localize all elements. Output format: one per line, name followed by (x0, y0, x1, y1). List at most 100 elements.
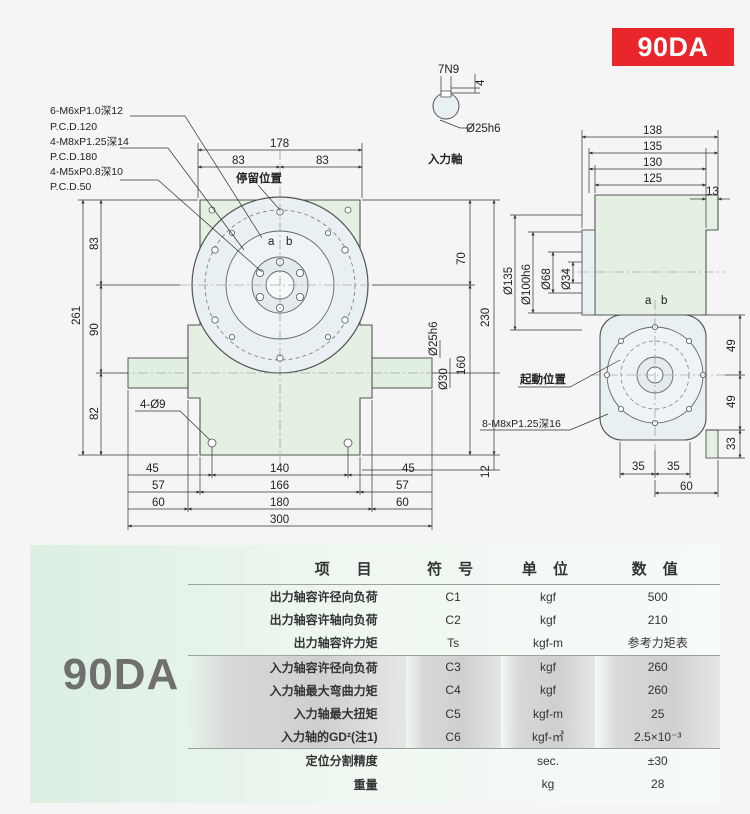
dim-166: 166 (270, 480, 289, 492)
front-notes (120, 115, 281, 273)
table-row: 重量 kg 28 (188, 773, 720, 796)
holes-4-9-label: 4-Ø9 (140, 399, 166, 411)
header-value: 数 值 (631, 561, 684, 578)
row-unit: kgf-m (500, 701, 596, 726)
front-label-b: b (286, 236, 292, 248)
table-row: 入力轴容许径向负荷 C3 kgf 260 (188, 654, 720, 679)
table-row: 入力轴的GD²(注1) C6 kgf-㎡ 2.5×10⁻³ (188, 725, 720, 749)
front-left-dimension-lines (78, 199, 198, 456)
dim-83-right: 83 (316, 155, 329, 167)
shaft-dia-25h6: Ø25h6 (466, 123, 501, 135)
note-pcd180: P.C.D.180 (50, 151, 97, 163)
row-unit: kg (541, 777, 555, 792)
dim-90: 90 (89, 323, 101, 336)
table-row: 出力轴容许力矩 Ts kgf-m 参考力矩表 (188, 631, 720, 655)
dim-dia-68: Ø68 (541, 268, 553, 290)
note-4m5: 4-M5xP0.8深10 (50, 166, 123, 178)
model-badge: 90DA (612, 28, 734, 66)
dim-35-left: 35 (632, 461, 645, 473)
row-unit: kgf (500, 584, 596, 609)
row-value: 210 (647, 612, 668, 627)
dim-shaft-30: Ø30 (438, 368, 450, 390)
row-value: 参考力矩表 (627, 636, 688, 651)
row-value: 260 (595, 654, 720, 679)
table-row: 入力轴最大弯曲力矩 C4 kgf 260 (188, 678, 720, 702)
side-bottom-dimension-lines (619, 442, 719, 497)
dim-125: 125 (643, 173, 662, 185)
front-label-a: a (268, 236, 275, 248)
row-item: 出力轴容许径向负荷 (188, 584, 406, 609)
dim-49-top: 49 (726, 339, 738, 352)
side-housing (594, 194, 719, 316)
dim-230: 230 (480, 308, 492, 327)
input-shaft-label: 入力軸 (428, 152, 463, 166)
dim-178: 178 (270, 138, 289, 150)
row-value: 260 (595, 678, 720, 702)
side-foot (705, 429, 719, 459)
dim-57-left: 57 (152, 480, 165, 492)
start-position-label: 起動位置 (519, 372, 566, 386)
side-view: a b 起動位置 8-M8xP1.25深16 (480, 194, 725, 459)
dim-57-right: 57 (396, 480, 409, 492)
dim-shaft-25h6: Ø25h6 (428, 321, 440, 356)
header-item: 项 目 (314, 561, 378, 578)
front-top-dimension-lines (197, 143, 363, 198)
dim-12: 12 (480, 465, 492, 478)
row-unit: kgf (539, 612, 556, 627)
dim-83-vertical: 83 (89, 237, 101, 250)
header-unit: 单 位 (521, 561, 575, 578)
dim-13: 13 (706, 186, 719, 198)
side-diameter-dimension-lines (510, 214, 582, 331)
row-symbol: C5 (405, 701, 501, 726)
row-value: 500 (595, 584, 720, 609)
side-right-dimension-lines (706, 314, 745, 459)
note-pcd50: P.C.D.50 (50, 181, 91, 193)
row-unit: kgf (500, 678, 596, 702)
dim-130: 130 (643, 157, 662, 169)
front-view: a b 停留位置 (120, 150, 440, 470)
stop-position-label: 停留位置 (236, 171, 282, 185)
row-item: 入力轴最大扭矩 (188, 701, 406, 726)
side-label-b: b (661, 295, 667, 307)
header-symbol: 符 号 (426, 561, 480, 578)
front-right-dimension-lines (362, 199, 500, 471)
dim-33: 33 (726, 437, 738, 450)
dim-60-left: 60 (152, 497, 165, 509)
dim-45-left: 45 (146, 463, 159, 475)
dim-dia-34: Ø34 (561, 268, 573, 290)
row-item: 入力轴容许径向负荷 (188, 654, 406, 679)
holes-leader (135, 410, 211, 441)
dim-60-right: 60 (396, 497, 409, 509)
row-item: 入力轴的GD²(注1) (188, 725, 406, 749)
row-symbol: C2 (445, 612, 461, 627)
dim-49-bottom: 49 (726, 395, 738, 408)
table-row: 定位分割精度 sec. ±30 (188, 748, 720, 773)
row-item: 入力轴最大弯曲力矩 (188, 678, 406, 702)
row-symbol: C4 (405, 678, 501, 702)
table-row: 出力轴容许轴向负荷 C2 kgf 210 (188, 608, 720, 631)
row-symbol: C6 (405, 725, 501, 749)
spec-model-label: 90DA (62, 650, 180, 699)
row-symbol: C1 (405, 584, 501, 609)
row-item: 出力轴容许力矩 (293, 636, 378, 651)
dim-160: 160 (456, 356, 468, 375)
technical-drawing: a b 停留位置 6-M6xP1.0深12 P.C.D.120 4-M8xP1.… (50, 64, 745, 530)
row-symbol (406, 773, 501, 796)
row-value: 2.5×10⁻³ (595, 725, 720, 749)
tapped-holes-note: 8-M8xP1.25深16 (482, 418, 561, 430)
dim-dia-100h6: Ø100h6 (521, 264, 533, 305)
dim-dia-135: Ø135 (503, 267, 515, 295)
row-unit: kgf-m (532, 635, 563, 650)
dim-45-right: 45 (402, 463, 415, 475)
row-unit: kgf-㎡ (500, 725, 596, 749)
dim-300: 300 (270, 514, 289, 526)
row-value: 28 (651, 777, 665, 792)
dim-70: 70 (456, 252, 468, 265)
dim-261: 261 (71, 306, 83, 325)
note-pcd120: P.C.D.120 (50, 121, 97, 133)
row-unit: sec. (500, 748, 596, 773)
spec-header-row: 项 目 符 号 单 位 数 值 (188, 553, 720, 585)
front-bottom-dimension-lines (127, 390, 433, 530)
row-symbol: Ts (447, 635, 460, 650)
